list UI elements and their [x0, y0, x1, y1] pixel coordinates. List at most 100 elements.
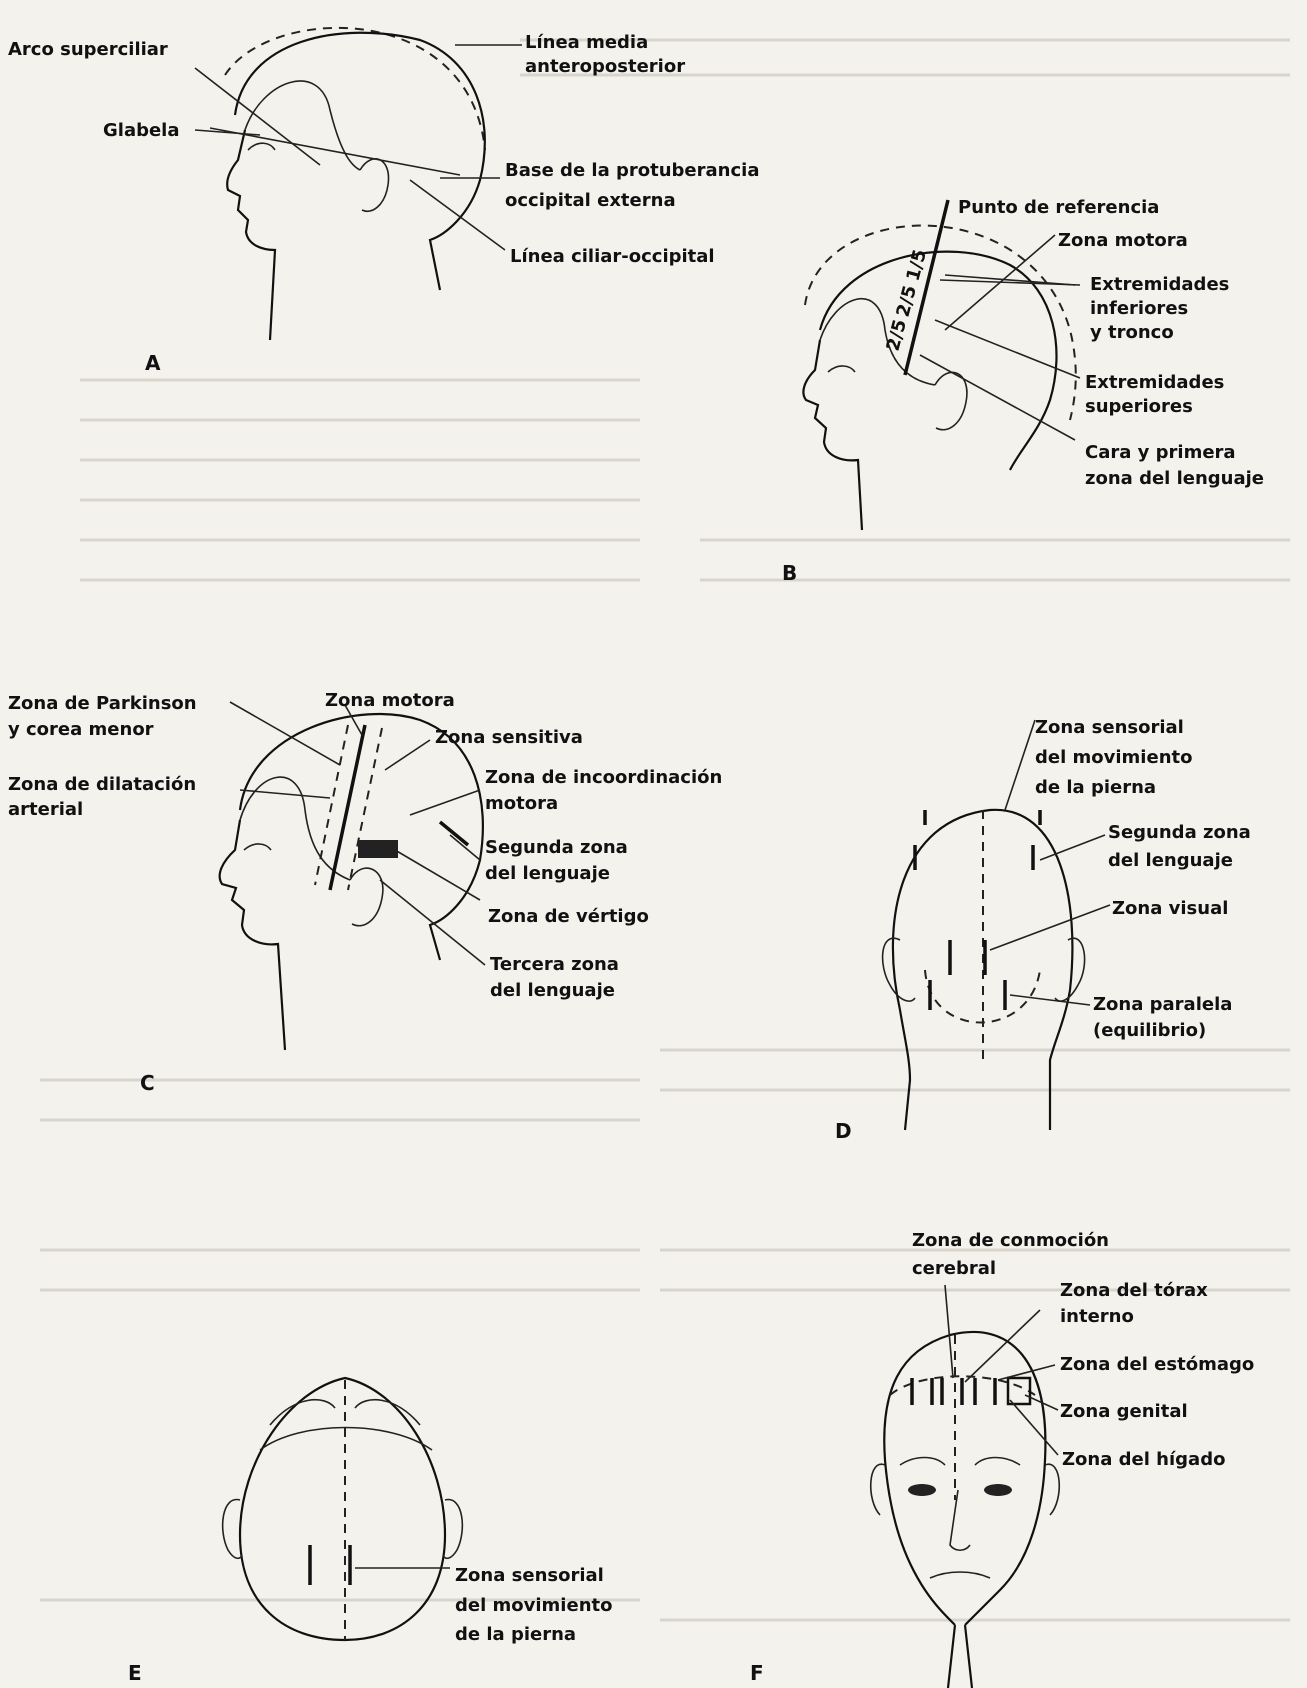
- panel-letter-a: A: [145, 351, 161, 375]
- panel-d-paralela-pointer: [1010, 995, 1090, 1005]
- label-zona-motora-b: Zona motora: [1058, 230, 1188, 251]
- label-d-segunda-1: Segunda zona: [1108, 822, 1251, 843]
- panel-d-sensorial-pointer: [1005, 720, 1035, 810]
- panel-c-parkinson-zone: [315, 725, 348, 885]
- label-f-torax-1: Zona del tórax: [1060, 1280, 1208, 1301]
- panel-b-head-outline: [803, 252, 1056, 530]
- label-f-conmocion-2: cerebral: [912, 1258, 996, 1279]
- panel-letter-c: C: [140, 1071, 155, 1095]
- label-ext-inferiores-2: inferiores: [1090, 298, 1188, 319]
- label-ext-inferiores-1: Extremidades: [1090, 274, 1229, 295]
- label-f-genital: Zona genital: [1060, 1401, 1188, 1422]
- panel-e-brow-right: [355, 1400, 420, 1425]
- label-incoordinacion-2: motora: [485, 793, 558, 814]
- label-d-visual: Zona visual: [1112, 898, 1228, 919]
- panel-f-zones: [912, 1378, 1030, 1405]
- panel-a-head-outline: [227, 33, 485, 340]
- label-fraction-1: 1/5: [903, 247, 931, 283]
- label-fraction-2: 2/5: [893, 283, 921, 319]
- panel-f-higado-pointer: [1010, 1400, 1058, 1455]
- label-base-protuberancia-2: occipital externa: [505, 190, 676, 211]
- panel-f-brow-right: [975, 1458, 1020, 1466]
- panel-b-ext-sup-pointer: [935, 320, 1080, 378]
- label-parkinson-2: y corea menor: [8, 719, 154, 740]
- panel-d-segunda-pointer: [1040, 835, 1105, 860]
- label-e-sensorial-1: Zona sensorial: [455, 1565, 604, 1586]
- label-e-sensorial-2: del movimiento: [455, 1595, 612, 1616]
- label-d-paralela-1: Zona paralela: [1093, 994, 1232, 1015]
- panel-f-eye-left: [908, 1484, 936, 1496]
- label-ext-superiores-2: superiores: [1085, 396, 1193, 417]
- label-tercera-zona-2: del lenguaje: [490, 980, 615, 1001]
- label-segunda-zona-c-2: del lenguaje: [485, 863, 610, 884]
- panel-e: Zona sensorial del movimiento de la pier…: [128, 1378, 612, 1685]
- label-cara-1: Cara y primera: [1085, 442, 1236, 463]
- panel-c-eye: [244, 844, 271, 850]
- label-ext-inferiores-3: y tronco: [1090, 322, 1174, 343]
- label-f-higado: Zona del hígado: [1062, 1449, 1225, 1470]
- panel-letter-b: B: [782, 561, 797, 585]
- label-f-conmocion-1: Zona de conmoción: [912, 1230, 1109, 1251]
- label-zona-vertigo: Zona de vértigo: [488, 906, 649, 927]
- panel-c-ear: [350, 868, 383, 926]
- label-fraction-3: 2/5: [883, 317, 911, 353]
- label-d-paralela-2: (equilibrio): [1093, 1020, 1206, 1041]
- panel-a-hairline: [245, 81, 360, 170]
- label-linea-media-1: Línea media: [525, 32, 648, 53]
- label-zona-sensitiva: Zona sensitiva: [435, 727, 583, 748]
- panel-b-eye: [828, 366, 855, 372]
- label-cara-2: zona del lenguaje: [1085, 468, 1264, 489]
- panel-a-eye: [248, 143, 275, 150]
- label-arco-superciliar: Arco superciliar: [8, 39, 168, 60]
- label-dilatacion-1: Zona de dilatación: [8, 774, 196, 795]
- label-f-torax-2: interno: [1060, 1306, 1134, 1327]
- panel-f-eye-right: [984, 1484, 1012, 1496]
- panel-c-head-outline: [220, 714, 483, 1050]
- panel-f-brow-left: [900, 1458, 945, 1466]
- panel-d-zones: [915, 810, 1040, 1010]
- panel-c-segunda-pointer: [450, 835, 480, 860]
- label-e-sensorial-3: de la pierna: [455, 1624, 576, 1645]
- panel-f-mouth: [930, 1572, 990, 1578]
- panel-c-vertigo-pointer: [395, 850, 480, 900]
- panel-c-motor-zone: [330, 725, 365, 890]
- label-glabela: Glabela: [103, 120, 180, 141]
- panel-b: Punto de referencia Zona motora Extremid…: [782, 197, 1264, 585]
- label-tercera-zona-1: Tercera zona: [490, 954, 619, 975]
- label-d-sensorial-1: Zona sensorial: [1035, 717, 1184, 738]
- label-f-estomago: Zona del estómago: [1060, 1354, 1254, 1375]
- label-segunda-zona-c-1: Segunda zona: [485, 837, 628, 858]
- panel-a-arco-pointer: [195, 68, 320, 165]
- panel-b-ear: [935, 372, 967, 429]
- panel-d-visual-pointer: [990, 905, 1110, 950]
- label-linea-media-2: anteroposterior: [525, 56, 685, 77]
- panel-f-nose: [950, 1490, 970, 1550]
- panel-c: Zona de Parkinson y corea menor Zona mot…: [8, 690, 722, 1095]
- panel-a-ciliar-pointer: [410, 180, 505, 250]
- panel-letter-f: F: [750, 1661, 764, 1685]
- label-parkinson-1: Zona de Parkinson: [8, 693, 197, 714]
- panel-c-incoord-pointer: [410, 790, 480, 815]
- panel-a-midline-arc: [225, 28, 485, 150]
- panel-a-ciliar-line: [210, 128, 460, 175]
- label-linea-ciliar-occipital: Línea ciliar-occipital: [510, 246, 715, 267]
- panel-d-ear-left: [883, 938, 915, 1001]
- panel-a-ear: [360, 159, 389, 211]
- panel-c-sensitiva-pointer: [385, 740, 430, 770]
- label-zona-motora-c: Zona motora: [325, 690, 455, 711]
- label-d-segunda-2: del lenguaje: [1108, 850, 1233, 871]
- label-base-protuberancia-1: Base de la protuberancia: [505, 160, 759, 181]
- panel-a: Arco superciliar Glabela Línea media ant…: [8, 28, 759, 375]
- panel-f-conmocion-pointer: [945, 1285, 953, 1378]
- panel-c-second-speech-zone: [440, 822, 468, 845]
- label-d-sensorial-3: de la pierna: [1035, 777, 1156, 798]
- label-incoordinacion-1: Zona de incoordinación: [485, 767, 722, 788]
- panel-b-hairline: [820, 299, 935, 385]
- panel-letter-e: E: [128, 1661, 142, 1685]
- panel-c-sensitive-zone: [348, 728, 382, 890]
- panel-letter-d: D: [835, 1119, 852, 1143]
- panel-d: Zona sensorial del movimiento de la pier…: [835, 717, 1251, 1143]
- label-ext-superiores-1: Extremidades: [1085, 372, 1224, 393]
- label-punto-referencia: Punto de referencia: [958, 197, 1159, 218]
